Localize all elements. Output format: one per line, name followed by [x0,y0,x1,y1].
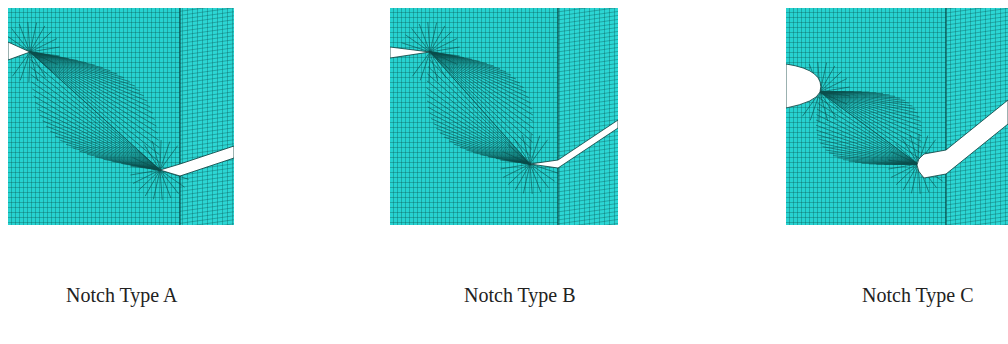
specimen-mesh [8,8,234,225]
edge-line [946,8,947,225]
edge-line [558,8,559,225]
front-face [786,8,946,225]
front-face [8,8,180,225]
notch-cut [917,100,1008,178]
specimen-mesh [390,8,618,225]
notch-cut [530,120,618,168]
specimen-mesh [786,8,1008,225]
edge-line [180,8,181,225]
notch-cut [786,64,821,108]
fan-mesh [402,22,559,194]
side-face [180,8,234,225]
fan-mesh [8,22,189,200]
notch-cut [390,47,430,58]
notch-cut [160,146,234,176]
notch-cut [8,42,30,60]
side-face [558,8,618,225]
panel-caption: Notch Type C [860,284,976,307]
front-face [390,8,558,225]
panel-caption: Notch Type B [462,284,578,307]
panel-caption: Notch Type A [64,284,180,307]
